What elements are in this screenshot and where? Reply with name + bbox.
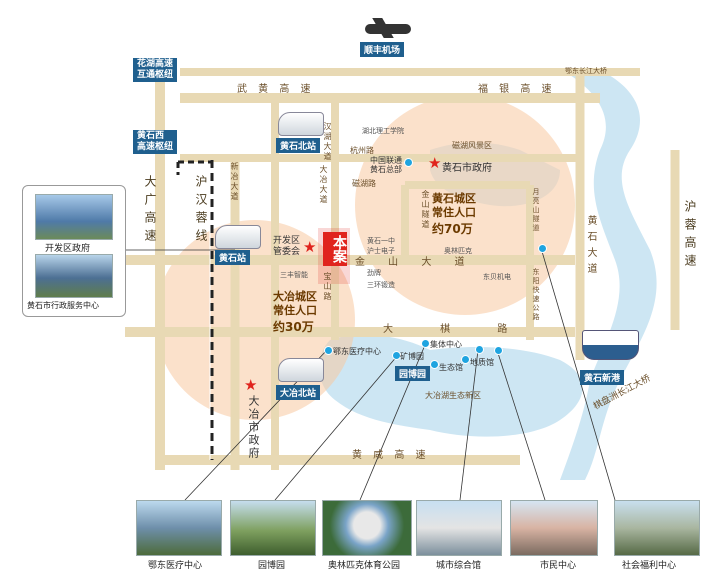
dot-kuangbo [392, 351, 401, 360]
road-label-daguang: 大广高速 [143, 175, 157, 247]
tag-huahu: 花湖高速 互通枢纽 [133, 58, 178, 82]
road-label-fuyin: 福 银 高 速 [478, 84, 556, 95]
road-label-jinshan: 金 山 大 道 [355, 257, 475, 268]
place-dongbei: 东贝机电 [483, 273, 511, 281]
dot-diyuan-3 [494, 346, 503, 355]
place-diyuan: 地质馆 [470, 358, 494, 367]
train-icon-station [215, 225, 261, 249]
tag-station: 黄石站 [215, 250, 251, 265]
caption-service-center: 黄石市行政服务中心 [27, 301, 99, 310]
road-label-hurong: 沪蓉高速 [683, 200, 697, 272]
tag-airport: 顺丰机场 [360, 42, 405, 57]
tag-yuanbo: 园博园 [395, 366, 431, 381]
dot-shili [538, 244, 547, 253]
road-label-cihu: 磁湖风景区 [452, 141, 492, 150]
caption-photo-3: 城市综合馆 [436, 561, 482, 571]
star-gov-daye: ★ [244, 376, 258, 394]
ship-icon [582, 330, 639, 360]
train-icon-daye [278, 358, 324, 382]
road-label-huangxian: 黄 咸 高 速 [352, 450, 430, 461]
road-label-xinye: 新冶大道 [230, 162, 239, 202]
caption-kaifaqu-gov: 开发区政府 [45, 244, 91, 254]
place-erzhong: 黄石一中 [367, 237, 395, 245]
project-badge: 本案 [323, 232, 347, 266]
photo-fuli [614, 500, 700, 556]
photo-yiyuan [136, 500, 222, 556]
caption-photo-5: 社会福利中心 [622, 561, 677, 571]
road-label-bridge1: 鄂东长江大桥 [565, 67, 607, 75]
dot-tiyu [421, 339, 430, 348]
road-label-yuedong: 月亮山隧道 [532, 188, 540, 233]
road-label-wuhuang: 武 黄 高 速 [237, 84, 315, 95]
road-label-hangzhou: 杭州路 [350, 146, 374, 155]
photo-aoyuan [322, 500, 412, 556]
photo-zonghe [416, 500, 502, 556]
road-label-gaoxin: 汉湖大道 [323, 122, 332, 162]
pop-huangshi-title: 黄石城区 常住人口 [432, 192, 476, 219]
photo-yuanbo [230, 500, 316, 556]
place-kaifaqu: 开发区 管委会 [273, 236, 301, 257]
road-label-jinshanlong: 金山隧道 [421, 190, 430, 230]
pop-daye-title: 大冶城区 常住人口 [273, 290, 317, 317]
dot-diyuan [461, 355, 470, 364]
photo-service-center [35, 254, 113, 298]
dot-shengtai [430, 360, 439, 369]
caption-photo-1: 园博园 [258, 561, 286, 571]
dot-liantong [404, 158, 413, 167]
road-label-dayecheng: 大冶大道 [319, 165, 328, 205]
star-kaifaqu: ★ [303, 238, 317, 256]
train-icon-north [278, 112, 324, 136]
place-kuangbo: 矿博园 [400, 352, 424, 361]
road-label-dazhong: 大 棋 路 [383, 324, 530, 335]
caption-photo-2: 奥林匹克体育公园 [328, 561, 401, 571]
tag-daye-north: 大冶北站 [276, 385, 321, 400]
place-aoyuan: 奥林匹克 [444, 247, 472, 255]
dot-diyuan-2 [475, 345, 484, 354]
pop-daye-value: 约30万 [273, 320, 314, 334]
side-photo-box: 开发区政府 黄石市行政服务中心 [22, 185, 126, 317]
road-label-jinqiao: 磁湖路 [352, 179, 376, 188]
place-yiyuan: 鄂东医疗中心 [333, 347, 381, 356]
caption-photo-4: 市民中心 [540, 561, 577, 571]
photo-shimin [510, 500, 598, 556]
star-gov-huangshi: ★ [428, 154, 442, 172]
road-label-huhan: 沪汉蓉线 [194, 175, 208, 247]
place-liantong: 中国联通 黄石总部 [370, 156, 402, 174]
place-jingyang: 劲牌 [367, 269, 381, 277]
tag-huangshixi: 黄石西 高速枢纽 [133, 130, 178, 154]
road-label-baoshan: 宝山路 [323, 272, 332, 302]
railway [176, 160, 214, 460]
place-gov-daye: 大冶市政府 [247, 395, 260, 460]
photo-kaifaqu-gov [35, 194, 113, 240]
tag-north-station: 黄石北站 [276, 138, 321, 153]
place-gov-huangshi: 黄石市政府 [442, 163, 492, 174]
place-zhongxue: 湖北理工学院 [362, 127, 404, 135]
place-husheng: 沪士电子 [367, 247, 395, 255]
pop-huangshi-value: 约70万 [432, 222, 473, 236]
place-sanhuan: 三环锻造 [367, 281, 395, 289]
caption-photo-0: 鄂东医疗中心 [148, 561, 203, 571]
road-network [125, 60, 680, 470]
place-sanmu: 三丰智能 [280, 271, 308, 279]
road-label-dayehu: 大冶湖生态新区 [425, 391, 481, 400]
place-shengtai: 生态馆 [439, 363, 463, 372]
dot-yiyuan [324, 346, 333, 355]
road-label-dongyue: 东阳快速公路 [532, 268, 540, 322]
yangtze-river [560, 70, 657, 480]
tag-port: 黄石新港 [580, 370, 625, 385]
place-tiyu: 集体中心 [430, 340, 462, 349]
road-label-huangshi-dadao: 黄石大道 [585, 215, 596, 279]
